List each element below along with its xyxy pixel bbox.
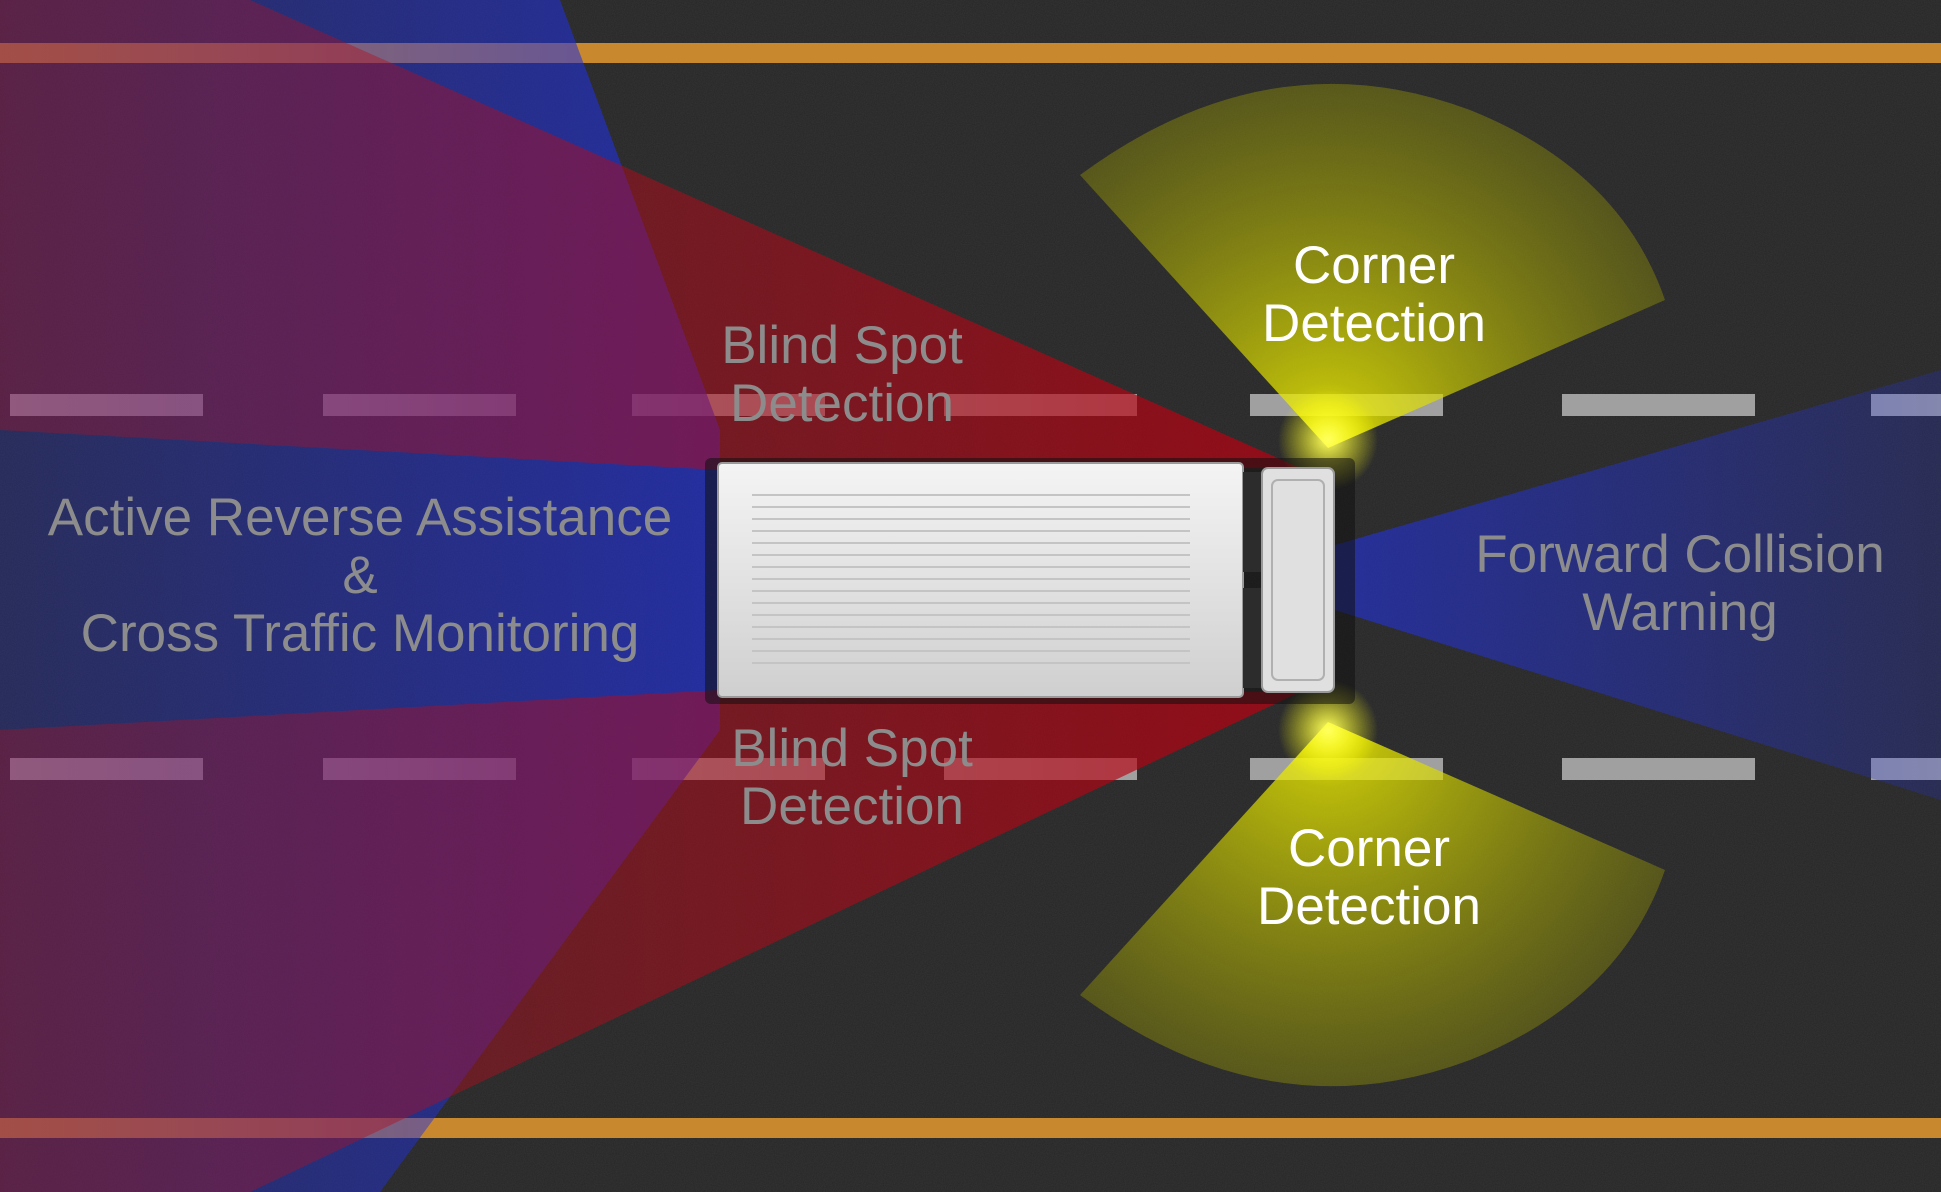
blind-spot-label-bottom: Blind Spot Detection (731, 719, 973, 836)
blind-spot-zone-top (0, 0, 1300, 470)
cab-roof-panel (1271, 479, 1325, 681)
blind-spot-top-line1: Blind Spot (721, 316, 963, 375)
corner-bottom-line2: Detection (1257, 877, 1481, 936)
road-edge-bottom (0, 1118, 1941, 1138)
reverse-assistance-label: Active Reverse Assistance & Cross Traffi… (48, 488, 672, 663)
blind-spot-bottom-line2: Detection (740, 777, 964, 836)
corner-sensor-glow-bottom (1278, 680, 1378, 780)
truck-cab (1261, 467, 1335, 693)
corner-top-line1: Corner (1293, 236, 1455, 295)
reverse-label-line1: Active Reverse Assistance (48, 488, 672, 547)
forward-line1: Forward Collision (1475, 525, 1884, 584)
truck (705, 458, 1355, 704)
corner-bottom-line1: Corner (1288, 819, 1450, 878)
corner-top-line2: Detection (1262, 294, 1486, 353)
forward-collision-zone (1335, 370, 1941, 800)
reverse-label-line3: Cross Traffic Monitoring (81, 604, 640, 663)
corner-detection-zone-top (1080, 83, 1665, 448)
corner-detection-label-bottom: Corner Detection (1257, 819, 1481, 936)
blind-spot-zone-bottom (0, 690, 1300, 1192)
forward-line2: Warning (1582, 583, 1777, 642)
blind-spot-label-top: Blind Spot Detection (721, 316, 963, 433)
cab-window-top (1243, 472, 1261, 572)
trailer-roof-ribs (752, 494, 1190, 664)
corner-detection-label-top: Corner Detection (1262, 236, 1486, 353)
reverse-label-line2: & (342, 546, 377, 605)
forward-collision-label: Forward Collision Warning (1475, 525, 1884, 642)
blind-spot-top-line2: Detection (730, 374, 954, 433)
blind-spot-bottom-line1: Blind Spot (731, 719, 973, 778)
cab-window-bottom (1243, 588, 1261, 688)
corner-detection-zone-bottom (1080, 722, 1665, 1087)
